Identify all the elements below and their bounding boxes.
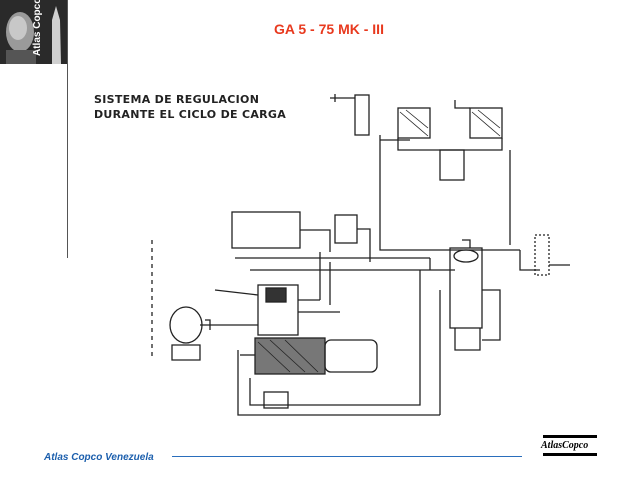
solenoid-valve — [334, 214, 358, 244]
air-filter-connector — [330, 94, 355, 102]
unloader-block — [439, 149, 465, 181]
brand-photo: Atlas Copco — [0, 0, 67, 64]
regulator-body — [257, 284, 299, 336]
cylinder-right — [469, 107, 503, 139]
page-title: GA 5 - 75 MK - III — [274, 21, 384, 37]
regulation-system-schematic — [151, 94, 570, 416]
oil-separator — [169, 306, 203, 344]
cylinder-left — [397, 107, 431, 139]
footer-divider — [172, 456, 522, 457]
control-box — [231, 211, 301, 249]
logo-text: AtlasCopco — [541, 440, 589, 451]
diagram-heading: SISTEMA DE REGULACION DURANTE EL CICLO D… — [94, 92, 286, 122]
logo-bar — [543, 435, 597, 438]
intake-valve-body — [354, 94, 370, 136]
person-silhouette — [0, 0, 67, 64]
footer-company: Atlas Copco Venezuela — [44, 452, 154, 463]
pressure-gauge — [534, 234, 550, 276]
logo-bar-bottom — [543, 453, 597, 456]
check-valve — [263, 391, 289, 409]
diagram-heading-line2: DURANTE EL CICLO DE CARGA — [94, 108, 287, 121]
motor — [324, 339, 378, 373]
atlas-copco-logo: AtlasCopco — [541, 435, 597, 458]
air-receiver-vessel — [449, 247, 483, 329]
diagram-heading-line1: SISTEMA DE REGULACION — [94, 93, 260, 106]
left-divider — [67, 0, 68, 258]
